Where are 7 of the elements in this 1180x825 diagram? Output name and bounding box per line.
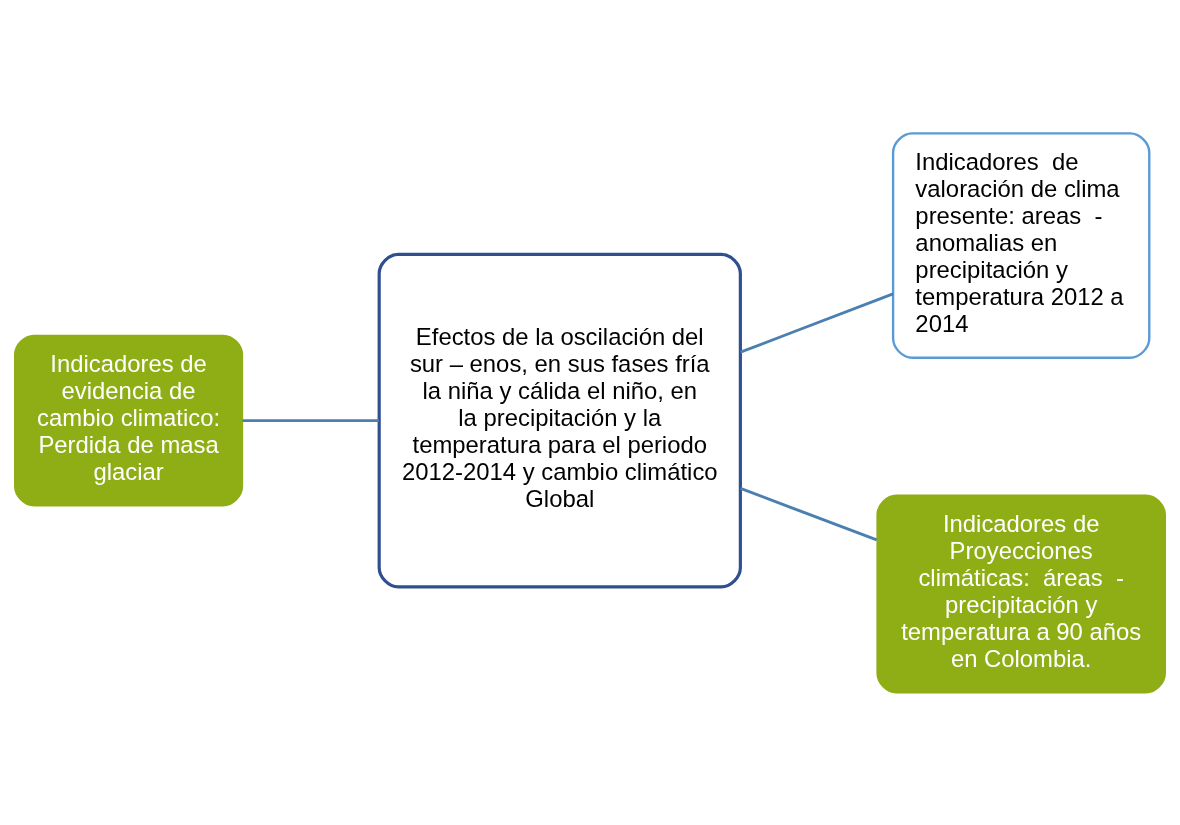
node-box: Indicadores de evidencia de cambio climatico: Perdida de masa glaciar xyxy=(14,334,244,506)
connector xyxy=(740,486,878,541)
connector xyxy=(242,418,379,422)
connector xyxy=(740,292,894,353)
node-box: Efectos de la oscilación del sur – enos, en sus fases fría la niña y cálida el niño, en la precipitación y la temperatura para el periodo 2012-2014 y cambio climático Global xyxy=(377,252,742,588)
node-box: Indicadores de valoración de clima presente: areas - anomalias en precipitación y temperatura 2012 a 2014 xyxy=(891,131,1151,359)
node-box: Indicadores de Proyecciones climáticas: áreas - precipitación y temperatura a 90 años en Colombia. xyxy=(876,494,1166,693)
